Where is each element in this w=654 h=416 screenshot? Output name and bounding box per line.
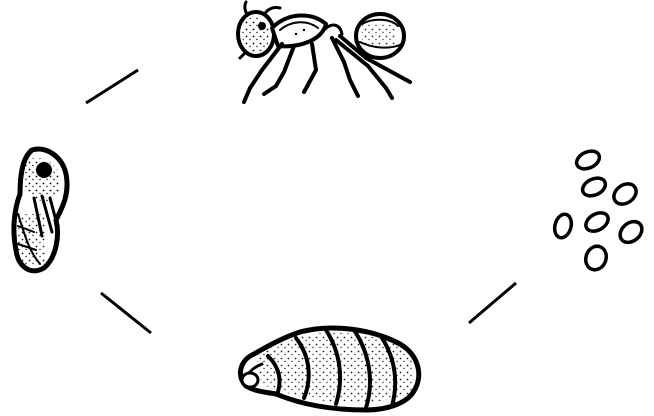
connector-larva-to-pupa	[101, 293, 151, 333]
egg	[610, 180, 640, 209]
eggs-icon	[552, 148, 646, 273]
egg	[580, 175, 609, 200]
adult-ant-icon	[238, 2, 410, 102]
egg	[582, 243, 609, 272]
egg	[552, 212, 574, 239]
egg	[616, 217, 646, 246]
egg	[574, 148, 603, 173]
connector-eggs-to-larva	[469, 283, 516, 323]
connector-pupa-to-adult	[86, 70, 138, 103]
larva-icon	[240, 328, 418, 410]
pupa-icon	[14, 149, 67, 271]
egg	[583, 209, 612, 235]
